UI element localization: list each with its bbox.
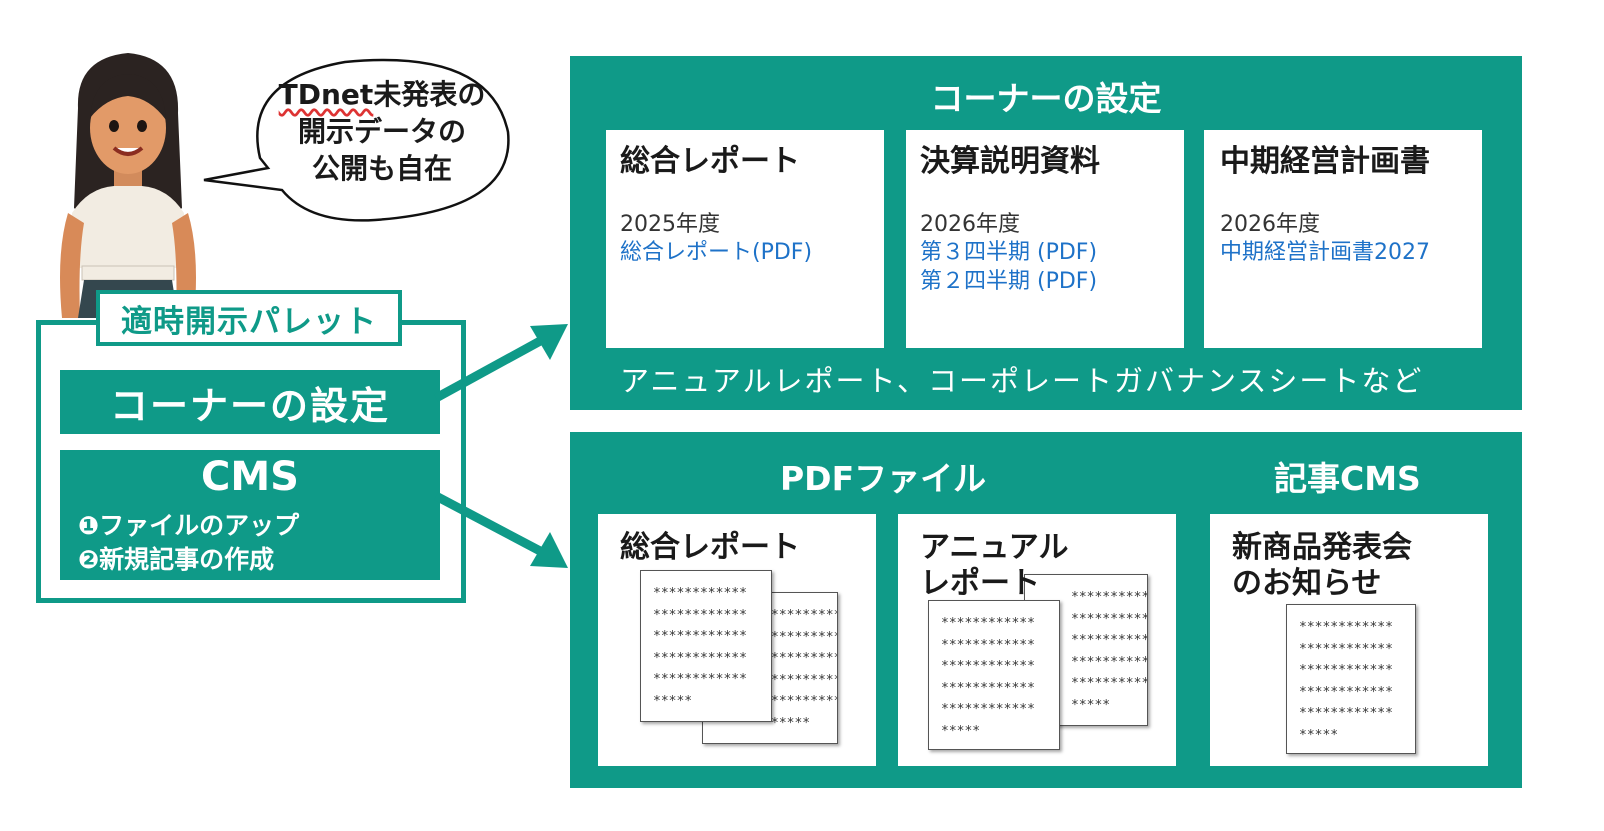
corner-settings-button[interactable]: コーナーの設定 [60,370,440,434]
card-link[interactable]: 中期経営計画書2027 [1220,240,1430,265]
bubble-line2-text: 開示データの [297,115,466,148]
bubble-line1-text: 未発表の [373,78,486,111]
corner-card-midterm-plan[interactable]: 中期経営計画書 2026年度 中期経営計画書2027 [1204,130,1482,348]
corner-panel-title: コーナーの設定 [930,79,1162,118]
corner-settings-panel: コーナーの設定 総合レポート 2025年度 総合レポート(PDF) 決算説明資料… [570,56,1522,410]
speech-bubble-text: TDnet未発表の 開示データの 公開も自在 [262,76,502,187]
card-year: 2026年度 [920,212,1020,237]
card-title: アニュアル レポート [920,530,1069,601]
card-title: 新商品発表会 のお知らせ [1232,530,1412,601]
document-icon: ************ ************ ************ *… [1286,604,1416,754]
pdf-files-title: PDFファイル [780,459,987,498]
cms-title: CMS [201,454,299,500]
tdnet-text: TDnet [278,78,374,111]
woman-avatar-icon [60,53,196,318]
cms-step-new-article: ❷新規記事の作成 [78,545,275,574]
card-year: 2025年度 [620,212,720,237]
arrow-right-icon [433,324,568,568]
card-year: 2026年度 [1220,212,1320,237]
corner-note: アニュアルレポート、コーポレートガバナンスシートなど [620,364,1424,398]
bubble-line3-text: 公開も自在 [311,152,452,185]
article-card-new-product[interactable]: 新商品発表会 のお知らせ ************ ************ *… [1210,514,1488,766]
palette-label: 適時開示パレット [96,290,402,346]
pdf-card-integrated-report[interactable]: 総合レポート ************ ************ *******… [598,514,876,766]
card-title: 総合レポート [620,530,800,565]
card-title: 中期経営計画書 [1220,144,1430,179]
card-link[interactable]: 第２四半期 (PDF) [920,269,1098,294]
article-cms-title: 記事CMS [1274,459,1421,498]
document-icon: ************ ************ ************ *… [928,600,1060,750]
corner-card-earnings-materials[interactable]: 決算説明資料 2026年度 第３四半期 (PDF) 第２四半期 (PDF) [906,130,1184,348]
speech-bubble-icon [203,58,510,222]
pdf-card-annual-report[interactable]: ************ ************ ************ *… [898,514,1176,766]
card-title: 総合レポート [620,144,800,179]
cms-panel: PDFファイル 記事CMS 総合レポート ************ ******… [570,432,1522,788]
card-title: 決算説明資料 [920,144,1100,179]
corner-card-integrated-report[interactable]: 総合レポート 2025年度 総合レポート(PDF) [606,130,884,348]
cms-button[interactable]: CMS ❶ファイルのアップ ❷新規記事の作成 [60,450,440,580]
card-link[interactable]: 第３四半期 (PDF) [920,240,1098,265]
document-icon: ************ ************ ************ *… [640,570,772,722]
card-link[interactable]: 総合レポート(PDF) [620,240,813,265]
cms-step-upload: ❶ファイルのアップ [78,511,300,540]
